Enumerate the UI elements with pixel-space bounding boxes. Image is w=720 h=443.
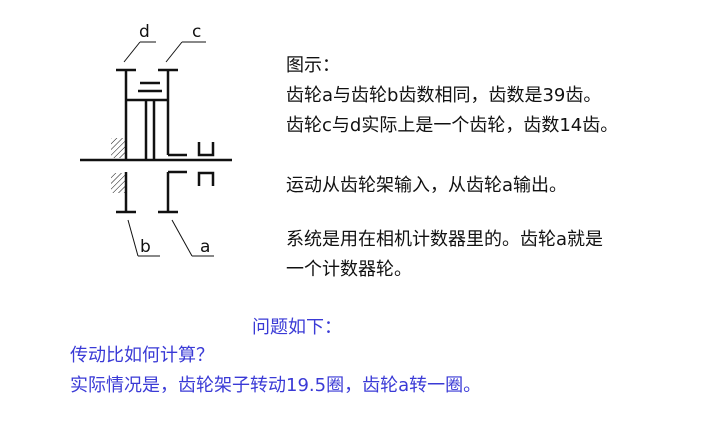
- gear-train-diagram: d c b a: [80, 22, 232, 257]
- small-lower-element: [197, 171, 215, 186]
- gear-b-shape: [116, 172, 136, 214]
- description-line-2: 齿轮c与d实际上是一个齿轮，齿数14齿。: [286, 115, 619, 136]
- question-line-2: 实际情况是，齿轮架子转动19.5圈，齿轮a转一圈。: [70, 375, 482, 396]
- small-upper-element: [197, 142, 215, 157]
- gear-d-shape: [116, 68, 136, 160]
- label-b: b: [140, 237, 151, 257]
- gear-c-shape: [158, 68, 187, 157]
- question-line-1: 传动比如何计算？: [70, 345, 214, 366]
- description-line-4: 系统是用在相机计数器里的。齿轮a就是: [286, 229, 604, 250]
- leader-lines: [123, 41, 214, 257]
- question-title: 问题如下：: [252, 317, 342, 338]
- label-d: d: [139, 22, 150, 42]
- label-a: a: [200, 237, 210, 257]
- description-line-5: 一个计数器轮。: [286, 259, 412, 280]
- gear-a-shape: [158, 170, 187, 214]
- description-heading: 图示：: [286, 55, 340, 76]
- description-line-1: 齿轮a与齿轮b齿数相同，齿数是39齿。: [286, 85, 602, 106]
- upper-bearing-hatch: [111, 138, 125, 158]
- lower-bearing-hatch: [111, 173, 125, 193]
- description-line-3: 运动从齿轮架输入，从齿轮a输出。: [286, 175, 568, 196]
- label-c: c: [192, 22, 201, 42]
- gear-carrier-shape: [126, 81, 168, 160]
